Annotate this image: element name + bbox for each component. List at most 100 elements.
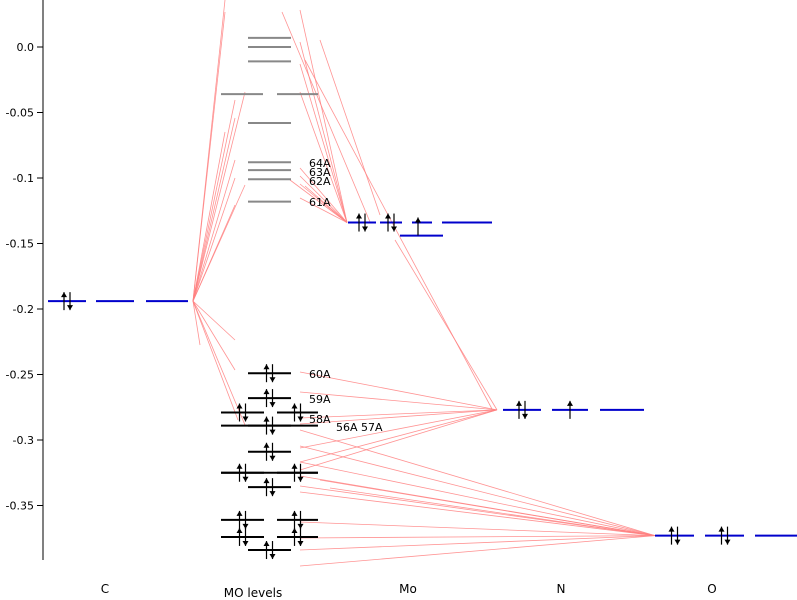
y-tick-label: -0.15: [6, 238, 34, 251]
y-tick-label: -0.3: [13, 434, 34, 447]
column-label-mo-levels: MO levels: [224, 586, 282, 600]
mo-electron-spin-up-head: [263, 364, 270, 370]
energy-levels: [48, 36, 797, 560]
mo-electron-spin-up-head: [291, 463, 298, 469]
connector-line: [299, 91, 348, 223]
column-label-o: O: [707, 582, 716, 596]
mo-electron-spin-up-head: [236, 510, 243, 516]
connector-line: [192, 300, 236, 371]
connector-line: [192, 91, 246, 302]
y-axis-ticks: 0.0 -0.05 -0.1 -0.15 -0.2 -0.25 -0.3 -0.35: [6, 41, 43, 513]
mo-electron-spin-up-head: [291, 403, 298, 409]
connector-line: [299, 391, 498, 411]
mo-electron-spin-up-head: [236, 403, 243, 409]
connector-line: [281, 11, 371, 223]
connector-line: [299, 167, 348, 223]
n-atom-electron-spin-up-head: [516, 400, 522, 406]
connector-line: [192, 159, 236, 302]
mo-label-62a: 62A: [309, 175, 331, 188]
mo-electron-spin-down-head: [269, 377, 276, 383]
connector-line: [299, 197, 348, 223]
y-tick-label: -0.1: [13, 172, 34, 185]
mo-labels: 64A 63A 62A 61A 60A 59A 58A 56A 57A: [309, 157, 383, 434]
connector-line: [192, 204, 236, 302]
connector-line: [299, 429, 656, 537]
connector-line: [299, 371, 498, 411]
connector-line: [319, 479, 656, 537]
connector-line: [299, 409, 498, 425]
mo-electron-spin-up-head: [263, 442, 270, 448]
mo-label-61a: 61A: [309, 196, 331, 209]
connector-line: [299, 445, 656, 537]
y-tick-label: -0.35: [6, 500, 34, 513]
mo-electron-spin-down-head: [269, 491, 276, 497]
mo-electron-spin-up-head: [263, 478, 270, 484]
y-tick-label: -0.2: [13, 303, 34, 316]
column-label-c: C: [101, 582, 109, 596]
mo-electron-spin-down-head: [297, 540, 304, 546]
mo-atom-electron-spin-up-head: [415, 217, 421, 223]
connector-line: [299, 41, 348, 223]
mo-electron-spin-down-head: [297, 523, 304, 529]
connector-line: [299, 535, 656, 539]
connector-line: [192, 300, 246, 426]
mo-electron-spin-up-head: [291, 527, 298, 533]
connector-line: [299, 409, 498, 463]
mo-atom-electron-spin-up-head: [356, 213, 362, 219]
o-atom-electron-spin-down-head: [674, 539, 681, 545]
connector-line: [304, 59, 493, 410]
mo-label-63a: 63A: [309, 166, 331, 179]
mo-electron-spin-down-head: [242, 476, 249, 482]
n-atom-electron-spin-down-head: [522, 413, 528, 419]
connector-line: [192, 300, 236, 341]
connector-line: [299, 521, 656, 537]
connector-line: [319, 39, 381, 216]
mo-electron-spin-down-head: [269, 455, 276, 461]
y-tick-label: 0.0: [17, 41, 35, 54]
connector-line: [299, 63, 348, 223]
mo-electron-spin-up-head: [263, 389, 270, 395]
connector-line: [299, 409, 498, 471]
mo-label-60a: 60A: [309, 368, 331, 381]
mo-atom-electron-spin-down-head: [391, 226, 397, 232]
connector-line: [192, 131, 226, 302]
column-label-mo: Mo: [399, 582, 417, 596]
n-atom-electron-spin-up-head: [567, 400, 573, 406]
y-tick-label: -0.25: [6, 369, 34, 382]
mo-electron-spin-down-head: [242, 540, 249, 546]
mo-label-58a: 58A: [309, 413, 331, 426]
mo-electron-spin-down-head: [269, 554, 276, 560]
mo-electron-spin-down-head: [297, 416, 304, 422]
mo-atom-electron-spin-down-head: [362, 226, 368, 232]
o-atom-electron-spin-down-head: [724, 539, 731, 545]
connector-line: [329, 487, 656, 537]
column-label-n: N: [557, 582, 566, 596]
mo-electron-spin-down-head: [269, 429, 276, 435]
connector-line: [289, 179, 348, 223]
connector-line: [394, 239, 498, 411]
y-tick-label: -0.05: [6, 107, 34, 120]
mo-electron-spin-up-head: [291, 510, 298, 516]
connector-line: [299, 409, 498, 419]
connector-line: [299, 535, 656, 551]
connector-line: [192, 177, 236, 302]
mo-atom-electron-spin-up-head: [385, 213, 391, 219]
mo-electron-spin-up-head: [236, 527, 243, 533]
c-atom-electron-spin-up-head: [61, 292, 67, 298]
connector-line: [299, 535, 656, 567]
mo-electron-spin-down-head: [297, 476, 304, 482]
connector-line: [299, 461, 656, 537]
o-atom-electron-spin-up-head: [668, 526, 675, 532]
mo-electron-spin-up-head: [263, 416, 270, 422]
mo-electron-spin-down-head: [269, 402, 276, 408]
connector-line: [299, 9, 348, 223]
connector-line: [192, 11, 226, 302]
column-labels: C MO levels Mo N O: [101, 582, 717, 600]
mo-electron-spin-down-head: [242, 523, 249, 529]
mo-label-59a: 59A: [309, 393, 331, 406]
mo-label-64a: 64A: [309, 157, 331, 170]
connector-line: [304, 185, 348, 223]
connector-line: [299, 175, 348, 223]
